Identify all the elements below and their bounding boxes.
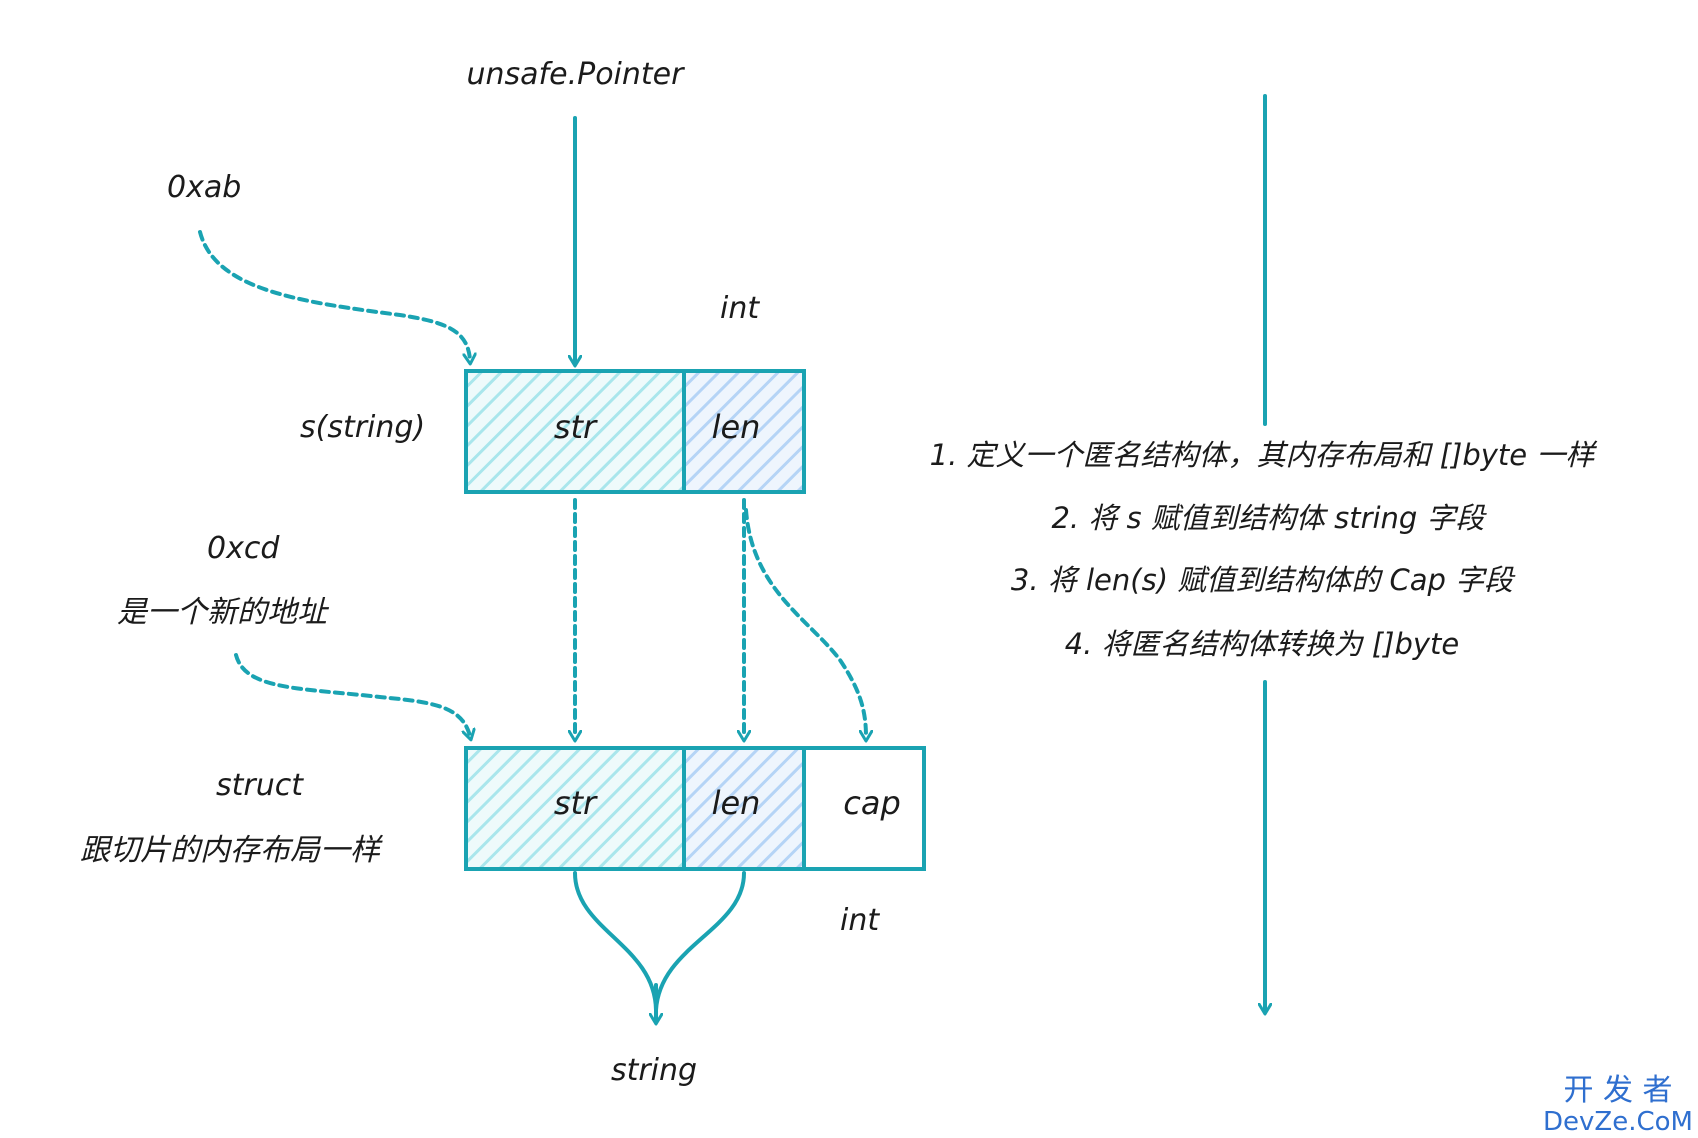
struct-desc-label: 跟切片的内存布局一样: [80, 833, 384, 868]
str-cell-top: [464, 369, 686, 494]
watermark-cn: 开 发 者: [1563, 1073, 1672, 1108]
merge-curve-left: [573, 871, 658, 1012]
s-string-label: s(string): [300, 410, 425, 445]
new-address-label: 是一个新的地址: [117, 595, 330, 630]
step-3: 3. 将 len(s) 赋值到结构体的 Cap 字段: [1011, 563, 1516, 597]
len-cell-top: [682, 369, 806, 494]
step-1: 1. 定义一个匿名结构体，其内存布局和 []byte 一样: [930, 438, 1598, 472]
step-2: 2. 将 s 赋值到结构体 string 字段: [1051, 501, 1487, 535]
addr-bottom-arrow: [234, 653, 470, 736]
cap-cell-bottom: [802, 746, 926, 871]
steps-list: 1. 定义一个匿名结构体，其内存布局和 []byte 一样 2. 将 s 赋值到…: [930, 438, 1598, 661]
step-4: 4. 将匿名结构体转换为 []byte: [1065, 627, 1460, 661]
addr-top-arrow: [198, 230, 470, 360]
watermark-en: DevZe.CoM: [1543, 1107, 1693, 1137]
addr-top-label: 0xab: [167, 170, 241, 205]
addr-bottom-label: 0xcd: [207, 531, 280, 566]
int-top-label: int: [720, 291, 760, 326]
int-bottom-label: int: [840, 903, 880, 938]
len-label-top: len: [712, 408, 761, 446]
str-label-top: str: [554, 408, 598, 446]
watermark-logo: 开 发 者 DevZe.CoM: [1543, 1073, 1693, 1137]
str-label-bottom: str: [554, 784, 598, 822]
string-result-label: string: [611, 1053, 697, 1088]
len-label-bottom: len: [712, 784, 761, 822]
cap-label-bottom: cap: [843, 784, 901, 822]
str-cell-bottom: [464, 746, 686, 871]
merge-curve-right: [654, 871, 746, 1012]
string-header-box: str len: [464, 369, 806, 494]
struct-label: struct: [216, 768, 304, 803]
struct-box: str len cap: [464, 746, 926, 871]
len-to-cap-arrow: [744, 508, 866, 737]
unsafe-pointer-label: unsafe.Pointer: [467, 57, 686, 92]
